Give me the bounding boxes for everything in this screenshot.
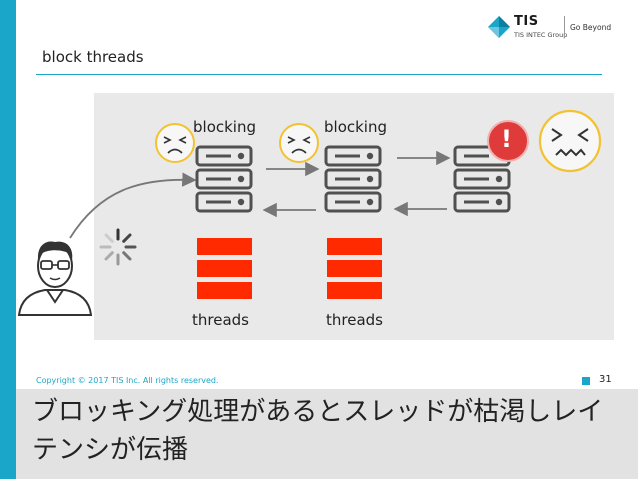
loading-spinner-icon [99,228,137,266]
logo-name: TIS [514,14,539,29]
company-logo: TIS TIS INTEC Group Go Beyond [488,12,611,44]
logo-mark-icon [488,16,510,38]
blocking-label-2: blocking [324,118,387,136]
footer-page-marker [582,377,590,385]
headline-band-accent [0,389,16,479]
page-number: 31 [599,374,612,385]
thread-stack-2 [327,238,382,299]
left-accent-bar [0,0,16,479]
logo-subtitle: TIS INTEC Group [514,31,568,39]
distressed-face-icon [538,109,602,173]
footer-copyright: Copyright © 2017 TIS Inc. All rights res… [36,376,219,385]
worried-face-1-icon [155,123,195,163]
server-1-icon [197,147,251,211]
blocking-label-1: blocking [193,118,256,136]
slide-title: block threads [42,48,144,66]
request-curve-arrow [69,172,197,239]
worried-face-2-icon [279,123,319,163]
server-2-icon [326,147,380,211]
title-underline [36,74,602,75]
headline-text: ブロッキング処理があるとスレッドが枯渇しレイテンシが伝播 [32,397,604,465]
threads-label-2: threads [326,311,383,329]
alert-symbol: ! [501,125,512,153]
logo-divider [564,16,565,38]
headline-band [0,389,638,479]
alert-badge-icon [487,120,529,162]
thread-stack-1 [197,238,252,299]
threads-label-1: threads [192,311,249,329]
user-avatar-icon [17,241,93,316]
logo-tagline: Go Beyond [570,23,612,32]
